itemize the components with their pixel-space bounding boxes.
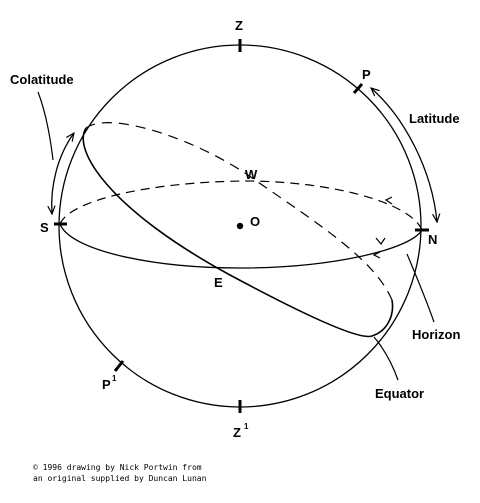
origin-point	[236, 222, 244, 230]
nadir-superscript: 1	[244, 422, 249, 431]
south-label: S	[40, 220, 49, 235]
pole-label: P	[362, 67, 371, 82]
colatitude-arc-arrow	[52, 133, 74, 214]
south-pole-superscript: 1	[112, 374, 117, 383]
horizon-front-arc	[59, 223, 423, 269]
horizon-label: Horizon	[412, 327, 460, 342]
equator-direction-arrow	[375, 237, 386, 246]
equator-leader-line	[373, 336, 399, 381]
south-pole-tick	[113, 360, 125, 372]
origin-label: O	[250, 214, 260, 229]
pole-tick	[352, 83, 364, 94]
credit-line-1: © 1996 drawing by Nick Portwin from	[33, 463, 202, 472]
latitude-arc-arrow	[371, 88, 437, 222]
colatitude-leader-line	[37, 91, 54, 161]
west-label: W	[245, 167, 258, 182]
zenith-label: Z	[235, 18, 243, 33]
colatitude-label: Colatitude	[10, 72, 74, 87]
horizon-back-arc	[59, 180, 423, 231]
south-pole-label: P	[102, 377, 111, 392]
horizon-direction-arrow-back	[384, 196, 393, 205]
latitude-label: Latitude	[409, 111, 460, 126]
equator-label: Equator	[375, 386, 424, 401]
equator-front-arc	[82, 127, 394, 338]
horizon-leader-line	[406, 253, 435, 323]
nadir-label: Z	[233, 425, 241, 440]
horizon-direction-arrow-front	[372, 251, 381, 259]
east-label: E	[214, 275, 223, 290]
north-label: N	[428, 232, 437, 247]
equator-back-arc	[85, 122, 393, 301]
credit-line-2: an original supplied by Duncan Lunan	[33, 474, 207, 483]
